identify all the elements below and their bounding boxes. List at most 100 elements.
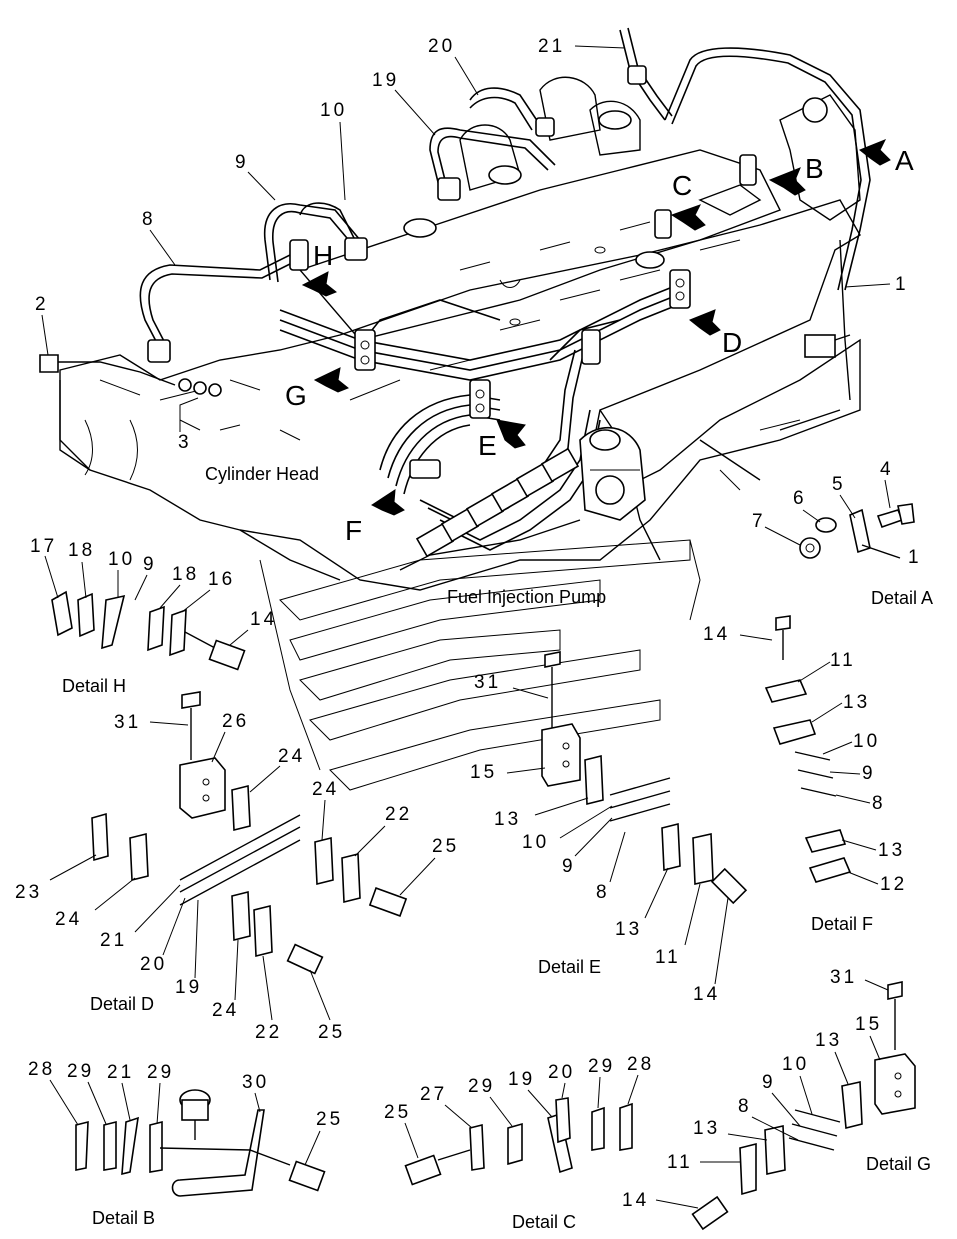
- detail-pointer-arrows: [301, 139, 891, 516]
- callout-d-22b: 22: [255, 1022, 282, 1043]
- detail-a-caption: Detail A: [871, 588, 933, 608]
- callout-b-29b: 29: [147, 1062, 174, 1083]
- callout-f-12: 12: [880, 874, 907, 895]
- callout-e-11: 11: [655, 947, 681, 968]
- callout-d-25b: 25: [318, 1022, 345, 1043]
- callout-d-31: 31: [114, 712, 141, 733]
- callout-d-24: 24: [278, 746, 305, 767]
- callout-c-28: 28: [627, 1054, 654, 1075]
- detail-e-caption: Detail E: [538, 957, 601, 977]
- callout-b-30: 30: [242, 1072, 269, 1093]
- callout-d-21: 21: [100, 930, 127, 951]
- callout-e-9: 9: [562, 856, 576, 877]
- detail-g: 31 15 13 10 9 8 13 11 14 Detail G: [622, 967, 931, 1231]
- detail-f: 14 11 13 10 9 8 13 12 Detail F: [703, 615, 907, 934]
- detail-a: 1 4 5 6 7 Detail A: [752, 459, 933, 608]
- callout-main-10: 10: [320, 100, 347, 121]
- detail-c: 25 27 29 19 20 29 28 Detail C: [384, 1054, 654, 1232]
- detail-d-caption: Detail D: [90, 994, 154, 1014]
- callout-g-13b: 13: [693, 1118, 720, 1139]
- callout-d-25: 25: [432, 836, 459, 857]
- callout-f-8: 8: [872, 793, 886, 814]
- callout-a-6: 6: [793, 488, 807, 509]
- callout-h-16: 16: [208, 569, 235, 590]
- callout-d-24c: 24: [312, 779, 339, 800]
- callout-main-8: 8: [142, 209, 156, 230]
- letter-b: B: [805, 153, 824, 184]
- engine-body: [59, 76, 861, 591]
- callout-d-20: 20: [140, 954, 167, 975]
- callout-h-9: 9: [143, 554, 157, 575]
- callout-d-22: 22: [385, 804, 412, 825]
- cylinder-head-label: Cylinder Head: [205, 464, 319, 484]
- callout-d-24b: 24: [55, 909, 82, 930]
- callout-g-11: 11: [667, 1152, 693, 1173]
- callout-b-29: 29: [67, 1061, 94, 1082]
- detail-f-caption: Detail F: [811, 914, 873, 934]
- callout-e-10: 10: [522, 832, 549, 853]
- callout-c-25: 25: [384, 1102, 411, 1123]
- callout-main-20: 20: [428, 36, 455, 57]
- callout-g-8: 8: [738, 1096, 752, 1117]
- callout-b-28: 28: [28, 1059, 55, 1080]
- callout-e-31: 31: [474, 672, 501, 693]
- detail-h-caption: Detail H: [62, 676, 126, 696]
- detail-b-caption: Detail B: [92, 1208, 155, 1228]
- callout-f-11: 11: [830, 650, 856, 671]
- detail-d: 31 26 24 23 24 21 20 19 24 22 25 24 22 2…: [15, 691, 459, 1043]
- callout-a-4: 4: [880, 459, 894, 480]
- callout-e-13: 13: [494, 809, 521, 830]
- callout-main-9: 9: [235, 152, 249, 173]
- callout-h-10: 10: [108, 549, 135, 570]
- callout-c-29b: 29: [588, 1056, 615, 1077]
- callout-g-15: 15: [855, 1014, 882, 1035]
- callout-d-24d: 24: [212, 1000, 239, 1021]
- detail-e: 31 15 13 10 9 8 13 11 14 Detail E: [470, 651, 748, 1005]
- callout-g-10: 10: [782, 1054, 809, 1075]
- callout-main-21: 21: [538, 36, 565, 57]
- callout-c-27: 27: [420, 1084, 447, 1105]
- callout-h-14: 14: [250, 609, 277, 630]
- fuel-injection-pipes: [39, 27, 871, 571]
- letter-a: A: [895, 145, 914, 176]
- callout-b-25: 25: [316, 1109, 343, 1130]
- callout-main-19: 19: [372, 70, 399, 91]
- callout-e-13b: 13: [615, 919, 642, 940]
- callout-main-2: 2: [35, 294, 49, 315]
- detail-h: 17 18 10 9 18 16 14 Detail H: [30, 536, 277, 696]
- detail-g-caption: Detail G: [866, 1154, 931, 1174]
- callout-c-20: 20: [548, 1062, 575, 1083]
- callout-e-8: 8: [596, 882, 610, 903]
- callout-d-26: 26: [222, 711, 249, 732]
- callout-f-14: 14: [703, 624, 730, 645]
- callout-h-17: 17: [30, 536, 57, 557]
- letter-c: C: [672, 170, 692, 201]
- callout-a-1: 1: [908, 547, 922, 568]
- pump-mount-plate: [259, 539, 701, 791]
- detail-b: 28 29 21 29 30 25 Detail B: [28, 1059, 343, 1228]
- callout-e-14: 14: [693, 984, 720, 1005]
- callout-f-13b: 13: [878, 840, 905, 861]
- callout-c-29: 29: [468, 1076, 495, 1097]
- callout-f-10: 10: [853, 731, 880, 752]
- callout-d-19: 19: [175, 977, 202, 998]
- letter-g: G: [285, 380, 307, 411]
- callout-b-21: 21: [107, 1062, 134, 1083]
- callout-f-13: 13: [843, 692, 870, 713]
- callout-main-1: 1: [895, 274, 909, 295]
- callout-d-23: 23: [15, 882, 42, 903]
- callout-a-7: 7: [752, 511, 766, 532]
- letter-f: F: [345, 515, 362, 546]
- callout-c-19: 19: [508, 1069, 535, 1090]
- callout-g-13: 13: [815, 1030, 842, 1051]
- callout-e-15: 15: [470, 762, 497, 783]
- callout-h-18b: 18: [172, 564, 199, 585]
- letter-e: E: [478, 430, 497, 461]
- fuel-injection-pump-label: Fuel Injection Pump: [447, 587, 606, 607]
- main-callouts: 1 2 3 8 9 10 19 20 21: [35, 36, 909, 453]
- detail-letters: A B C D E F G H: [285, 145, 914, 546]
- callout-h-18: 18: [68, 540, 95, 561]
- callout-g-31: 31: [830, 967, 857, 988]
- callout-a-5: 5: [832, 474, 846, 495]
